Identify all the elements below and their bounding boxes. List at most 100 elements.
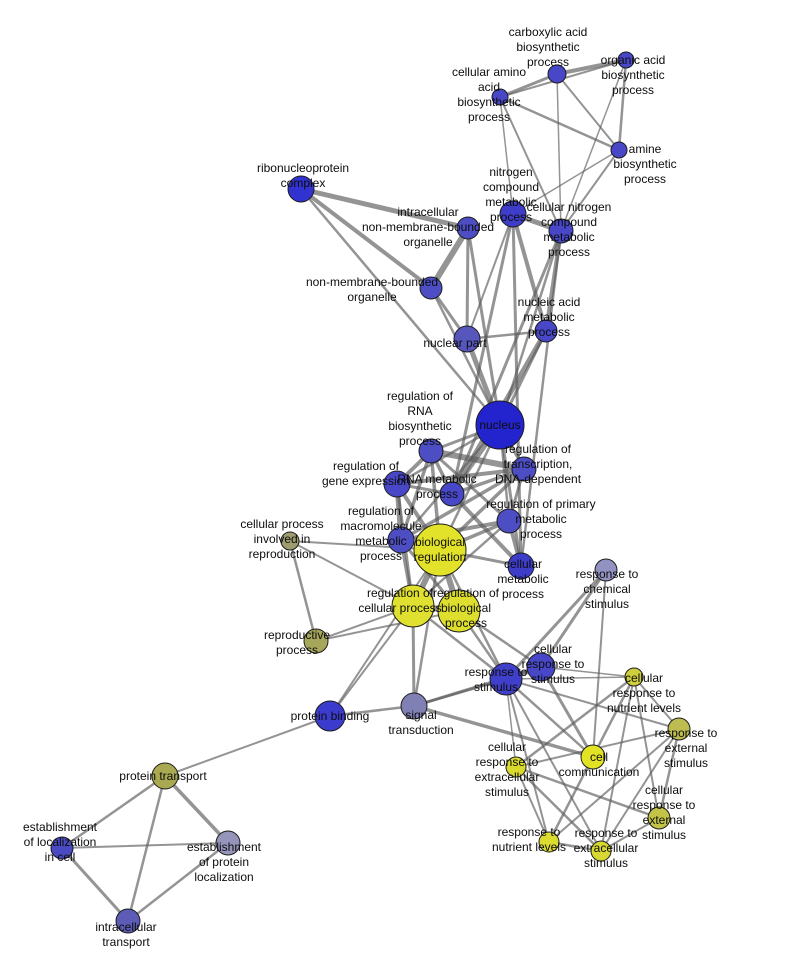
node-nucleus[interactable] [475,400,525,450]
edge-reproductive_process--reg_biological_process[interactable] [315,610,460,642]
edge-carboxylic_acid--amine[interactable] [556,73,620,151]
edge-establishment_protein_loc--intracellular_transport[interactable] [126,841,230,923]
node-amine[interactable] [610,141,628,159]
edge-response_stimulus--response_extracellular[interactable] [505,678,602,852]
node-nucleic_acid_metabolic[interactable] [534,319,558,343]
edge-biological_regulation--protein_binding[interactable] [329,549,441,717]
edge-establishment_loc_cell--intracellular_transport[interactable] [60,846,130,923]
edge-cellular_response_extracellular--response_extracellular[interactable] [514,765,603,853]
edge-cellular_amino_acid--nitrogen_compound[interactable] [499,96,514,215]
node-intracellular_transport[interactable] [115,908,141,934]
edge-carboxylic_acid--cellular_nitrogen[interactable] [556,73,562,232]
edge-response_external--response_extracellular[interactable] [600,728,680,852]
node-rna_metabolic[interactable] [439,481,465,507]
edge-ribonucleoprotein_complex--intracellular_nmb_organelle[interactable] [298,186,471,231]
node-intracellular_nmb_organelle[interactable] [456,216,480,240]
node-response_stimulus[interactable] [489,662,523,696]
edge-intracellular_nmb_organelle--nucleus[interactable] [466,226,502,427]
edge-cellular_nitrogen--rna_metabolic[interactable] [450,229,563,496]
node-cellular_response_nutrient[interactable] [624,667,644,687]
node-reg_biological_process[interactable] [437,589,481,633]
edge-establishment_loc_cell--establishment_protein_loc[interactable] [61,842,229,849]
edge-cellular_response_nutrient--response_extracellular[interactable] [600,676,635,852]
edge-intracellular_nmb_organelle--non_membrane_organelle[interactable] [428,225,471,291]
edge-response_stimulus--cellular_response_nutrient[interactable] [505,676,635,680]
node-cell_communication[interactable] [580,744,606,770]
edge-non_membrane_organelle--nucleus[interactable] [429,286,502,427]
edge-intracellular_nmb_organelle--nuclear_part[interactable] [465,226,470,341]
node-protein_transport[interactable] [151,762,179,790]
edge-cellular_response_stimulus--response_chemical[interactable] [539,568,608,669]
edge-response_stimulus--cell_communication[interactable] [504,677,595,759]
node-cellular_response_external[interactable] [647,806,671,830]
node-response_chemical[interactable] [594,558,618,582]
edge-cellular_response_stimulus--cell_communication[interactable] [539,665,595,759]
edge-cellular_response_nutrient--cellular_response_external[interactable] [633,676,660,819]
edge-reg_transcription--reg_gene_expression[interactable] [395,467,526,486]
edge-reg_rna_biosynthetic--reg_macromolecule[interactable] [399,449,433,542]
node-reg_macromolecule[interactable] [387,526,415,554]
node-nuclear_part[interactable] [453,325,481,353]
edge-response_stimulus--response_external[interactable] [505,678,680,730]
node-reg_rna_biosynthetic[interactable] [418,438,444,464]
node-establishment_protein_loc[interactable] [215,830,241,856]
edge-cellular_amino_acid--amine[interactable] [498,95,621,152]
edge-cellular_response_nutrient--cellular_response_extracellular[interactable] [514,675,636,769]
edge-response_stimulus--response_nutrient[interactable] [505,678,550,843]
node-cellular_nitrogen[interactable] [548,218,574,244]
edge-amine--nitrogen_compound[interactable] [512,149,620,215]
node-cellular_response_stimulus[interactable] [526,652,556,682]
node-reg_gene_expression[interactable] [383,470,411,498]
node-establishment_loc_cell[interactable] [50,836,74,860]
edge-response_external--cellular_response_external[interactable] [657,727,681,820]
node-nitrogen_compound[interactable] [499,200,527,228]
edge-response_stimulus--response_chemical[interactable] [504,568,608,681]
edge-protein_transport--establishment_loc_cell[interactable] [60,774,167,850]
edge-ribonucleoprotein_complex--nucleus[interactable] [299,187,502,427]
edge-organic_acid--cellular_nitrogen[interactable] [560,59,627,232]
edge-cellular_process_repro--reproductive_process[interactable] [288,539,318,643]
node-cellular_response_extracellular[interactable] [505,756,527,778]
edge-cellular_amino_acid--cellular_nitrogen[interactable] [499,96,562,232]
node-biological_regulation[interactable] [413,523,467,577]
node-signal_transduction[interactable] [400,692,428,720]
node-reg_primary[interactable] [496,508,522,534]
edge-cellular_process_repro--reg_cellular_process[interactable] [289,540,414,607]
edge-nitrogen_compound--nucleic_acid_metabolic[interactable] [511,212,548,333]
node-reg_cellular_process[interactable] [391,584,435,628]
edge-response_chemical--cell_communication[interactable] [592,569,607,758]
edge-reg_rna_biosynthetic--reg_transcription[interactable] [428,448,527,472]
node-response_external[interactable] [667,717,691,741]
edge-cellular_nitrogen--cellular_metabolic[interactable] [519,229,563,568]
node-cellular_process_repro[interactable] [280,531,300,551]
edge-cellular_response_stimulus--cellular_response_nutrient[interactable] [540,666,635,678]
node-non_membrane_organelle[interactable] [419,276,443,300]
edge-ribonucleoprotein_complex--non_membrane_organelle[interactable] [299,187,433,290]
edge-cellular_response_extracellular--response_nutrient[interactable] [515,766,550,843]
edge-protein_transport--intracellular_transport[interactable] [126,774,167,923]
edge-amine--cellular_nitrogen[interactable] [560,149,620,232]
edge-cellular_response_extracellular--cellular_response_external[interactable] [514,765,661,820]
node-carboxylic_acid[interactable] [547,64,567,84]
edge-protein_transport--establishment_protein_loc[interactable] [163,774,230,845]
node-response_extracellular[interactable] [590,840,612,862]
edge-response_external--response_nutrient[interactable] [548,728,680,843]
node-response_nutrient[interactable] [538,831,560,853]
node-ribonucleoprotein_complex[interactable] [287,175,315,203]
edge-signal_transduction--cell_communication[interactable] [412,704,595,759]
edge-carboxylic_acid--organic_acid[interactable] [555,58,628,76]
node-cellular_metabolic[interactable] [507,552,535,580]
edge-carboxylic_acid--cellular_amino_acid[interactable] [498,72,559,99]
edge-reg_transcription--rna_metabolic[interactable] [450,467,526,496]
edge-nuclear_part--nitrogen_compound[interactable] [466,213,514,340]
edge-organic_acid--amine[interactable] [617,58,628,152]
node-reproductive_process[interactable] [303,628,329,654]
node-reg_transcription[interactable] [511,456,537,482]
node-organic_acid[interactable] [617,51,635,69]
edge-protein_binding--protein_transport[interactable] [164,715,331,777]
node-protein_binding[interactable] [314,700,346,732]
edge-rna_metabolic--cellular_metabolic[interactable] [450,492,523,568]
edge-cellular_nitrogen--nucleus[interactable] [498,229,563,427]
node-cellular_amino_acid[interactable] [491,88,509,106]
